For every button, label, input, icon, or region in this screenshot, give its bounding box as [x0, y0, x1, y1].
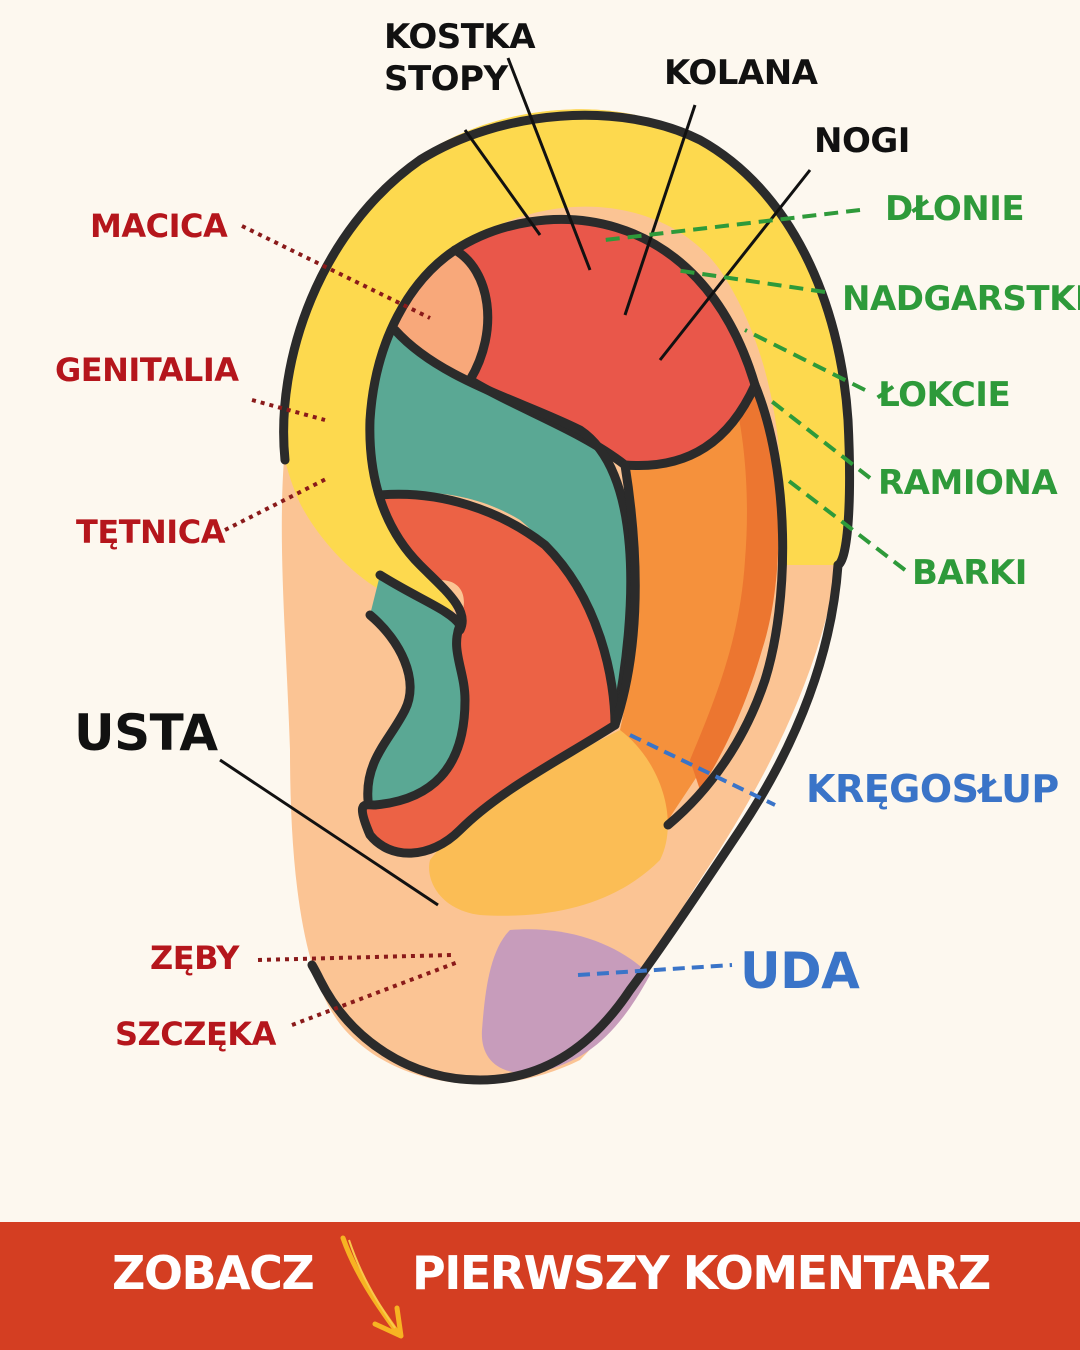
arrow-down-right-icon [340, 1235, 404, 1339]
label-ramiona: RAMIONA [878, 463, 1058, 503]
green-leader-lines [604, 208, 907, 572]
label-kolana: KOLANA [664, 53, 818, 93]
label-kostka-stopy-line2: STOPY [384, 59, 508, 99]
black-leader-lines [219, 57, 812, 907]
label-lokcie: ŁOKCIE [878, 375, 1011, 415]
label-genitalia: GENITALIA [55, 351, 239, 389]
ear-outlines [279, 110, 855, 1085]
label-zeby: ZĘBY [150, 939, 239, 977]
label-uda: UDA [740, 942, 860, 1000]
lobe-zone [481, 929, 650, 1074]
banner-text-right: PIERWSZY KOMENTARZ [412, 1246, 991, 1300]
helix-skin-patch [285, 460, 380, 620]
label-szczeka: SZCZĘKA [115, 1015, 276, 1053]
concha-yellow [429, 730, 668, 916]
call-to-action-banner[interactable]: ZOBACZ PIERWSZY KOMENTARZ [0, 1222, 1080, 1350]
label-barki: BARKI [912, 553, 1027, 593]
banner-text-left: ZOBACZ [112, 1246, 315, 1300]
label-usta: USTA [74, 704, 218, 762]
red-leader-lines [224, 224, 459, 1027]
antihelix-shade [690, 385, 779, 790]
blue-leader-lines [577, 733, 776, 977]
label-macica: MACICA [90, 207, 228, 245]
helix-band [283, 109, 847, 630]
label-dlonie: DŁONIE [885, 189, 1025, 229]
label-tetnica: TĘTNICA [76, 513, 225, 551]
label-kostka-stopy-line1: KOSTKA [384, 17, 536, 57]
antihelix-orange [620, 385, 775, 825]
red-lower-zone [364, 494, 615, 854]
label-nadgarstki: NADGARSTKI [842, 279, 1080, 319]
label-kregoslup: KRĘGOSŁUP [806, 767, 1059, 811]
label-nogi: NOGI [814, 121, 910, 161]
